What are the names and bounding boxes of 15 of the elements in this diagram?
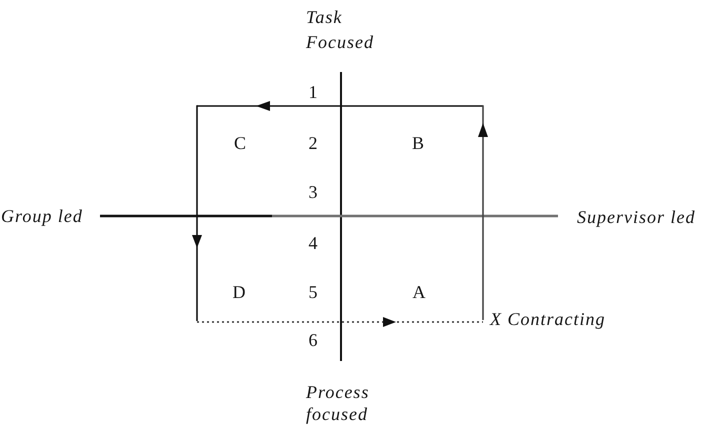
scale-number: 3 — [308, 182, 318, 202]
scale-number: 4 — [308, 233, 318, 253]
quadrant-letter: A — [412, 282, 426, 302]
point-label: X Contracting — [490, 308, 606, 331]
scale-number: 1 — [308, 82, 318, 102]
scale-number: 2 — [308, 133, 318, 153]
axis-label: Supervisor led — [577, 206, 696, 229]
quadrant-letter: C — [234, 133, 246, 153]
quadrant-letter: B — [412, 133, 424, 153]
quadrant-letter: D — [232, 282, 246, 302]
scale-number: 5 — [308, 282, 318, 302]
scale-number: 6 — [308, 330, 318, 350]
axis-label: Task Focused — [306, 6, 374, 54]
axis-label: Process focused — [306, 381, 370, 425]
axis-label: Group led — [1, 205, 83, 228]
